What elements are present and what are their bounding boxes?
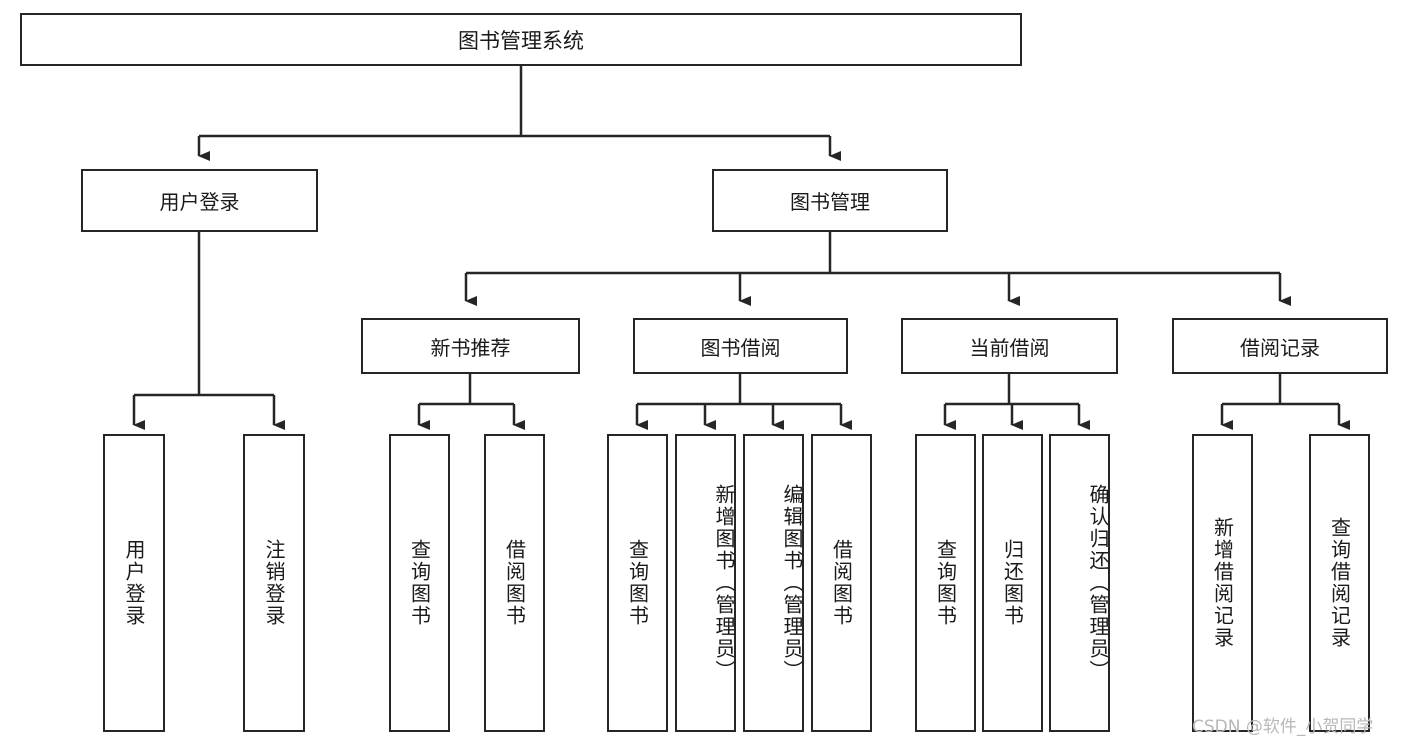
node-root-label: 图书管理系统 [458, 28, 584, 53]
node-current-borrow[interactable]: 当前借阅 [901, 318, 1118, 374]
leaf-add-borrow-record[interactable]: 新增借阅记录 [1192, 434, 1253, 732]
node-new-book-recommend[interactable]: 新书推荐 [361, 318, 580, 374]
leaf-borrow-book[interactable]: 借阅图书 [811, 434, 872, 732]
node-borrow-records[interactable]: 借阅记录 [1172, 318, 1388, 374]
leaf-user-logout[interactable]: 注销登录 [243, 434, 305, 732]
leaf-query-book-recommend-label: 查询图书 [407, 539, 432, 627]
leaf-confirm-return-admin-label: 确认归还（管理员） [1086, 484, 1110, 682]
leaf-borrow-book-recommend-label: 借阅图书 [502, 539, 527, 627]
node-user-login[interactable]: 用户登录 [81, 169, 318, 232]
node-root[interactable]: 图书管理系统 [20, 13, 1022, 66]
node-user-login-label: 用户登录 [159, 190, 240, 214]
leaf-borrow-book-recommend[interactable]: 借阅图书 [484, 434, 545, 732]
leaf-add-book-admin-label: 新增图书（管理员） [712, 484, 736, 682]
leaf-return-book[interactable]: 归还图书 [982, 434, 1043, 732]
node-book-management[interactable]: 图书管理 [712, 169, 948, 232]
leaf-query-borrow-record-label: 查询借阅记录 [1327, 517, 1352, 649]
leaf-add-book-admin[interactable]: 新增图书（管理员） [675, 434, 736, 732]
leaf-edit-book-admin[interactable]: 编辑图书（管理员） [743, 434, 804, 732]
leaf-query-book-current-label: 查询图书 [933, 539, 958, 627]
leaf-user-login-label: 用户登录 [122, 539, 146, 627]
leaf-return-book-label: 归还图书 [1000, 539, 1025, 627]
leaf-edit-book-admin-label: 编辑图书（管理员） [780, 484, 804, 682]
leaf-confirm-return-admin[interactable]: 确认归还（管理员） [1049, 434, 1110, 732]
leaf-add-borrow-record-label: 新增借阅记录 [1210, 517, 1235, 649]
node-book-borrow[interactable]: 图书借阅 [633, 318, 848, 374]
leaf-query-book-borrow[interactable]: 查询图书 [607, 434, 668, 732]
leaf-query-book-current[interactable]: 查询图书 [915, 434, 976, 732]
node-book-management-label: 图书管理 [790, 190, 870, 214]
leaf-user-login[interactable]: 用户登录 [103, 434, 165, 732]
leaf-borrow-book-label: 借阅图书 [829, 539, 854, 627]
leaf-query-book-recommend[interactable]: 查询图书 [389, 434, 450, 732]
leaf-query-borrow-record[interactable]: 查询借阅记录 [1309, 434, 1370, 732]
watermark: CSDN @软件_小贺同学 [1192, 717, 1374, 737]
leaf-query-book-borrow-label: 查询图书 [625, 539, 650, 627]
node-book-borrow-label: 图书借阅 [700, 335, 781, 360]
leaf-user-logout-label: 注销登录 [262, 539, 286, 627]
node-borrow-records-label: 借阅记录 [1240, 335, 1320, 360]
node-new-book-recommend-label: 新书推荐 [430, 335, 511, 360]
node-current-borrow-label: 当前借阅 [969, 335, 1050, 360]
